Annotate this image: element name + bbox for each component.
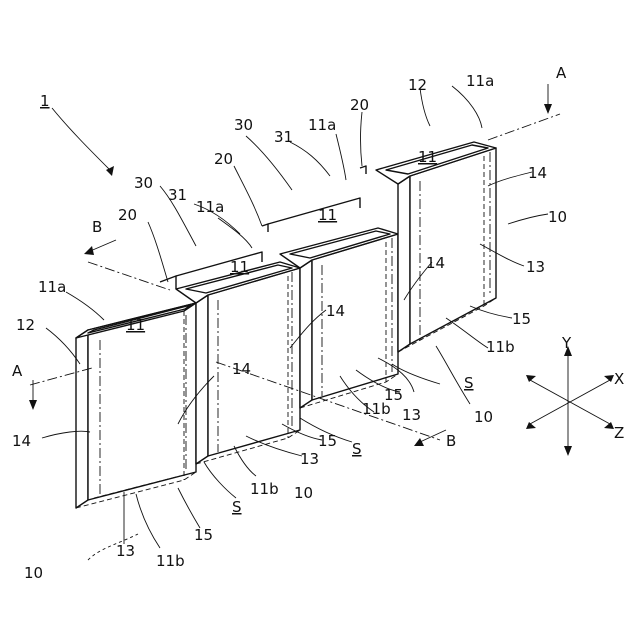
label-11a-4: 11a [466, 72, 494, 90]
label-11a-1: 11a [38, 278, 66, 296]
label-10-center: 10 [294, 484, 313, 502]
label-15-box2: 15 [318, 432, 337, 450]
label-13-box1: 13 [116, 542, 135, 560]
label-a-left: A [12, 362, 23, 380]
label-11b-box3: 11b [362, 400, 391, 418]
label-10-right: 10 [548, 208, 567, 226]
label-12-right: 12 [408, 76, 427, 94]
label-30-left: 30 [134, 174, 153, 192]
label-14-left: 14 [12, 432, 31, 450]
label-11b-box4: 11b [486, 338, 515, 356]
label-s-left: S [232, 498, 242, 516]
label-11b-box1: 11b [156, 552, 185, 570]
label-a-right: A [556, 64, 567, 82]
label-31-right: 31 [274, 128, 293, 146]
label-13-box3: 13 [402, 406, 421, 424]
label-10-left: 10 [24, 564, 43, 582]
label-assembly: 1 [40, 92, 50, 110]
label-11a-3: 11a [308, 116, 336, 134]
label-14-box1: 14 [232, 360, 251, 378]
label-11-box3: 11 [318, 206, 337, 224]
axis-indicator [526, 346, 614, 456]
label-13-box2: 13 [300, 450, 319, 468]
label-11a-2: 11a [196, 198, 224, 216]
label-20-left: 20 [118, 206, 137, 224]
label-s-right: S [464, 374, 474, 392]
label-14-box4: 14 [528, 164, 547, 182]
label-15-box4: 15 [512, 310, 531, 328]
axis-label-x: X [614, 370, 624, 388]
label-b-right: B [446, 432, 456, 450]
label-10-mid: 10 [474, 408, 493, 426]
axis-label-z: Z [614, 424, 624, 442]
label-12-left: 12 [16, 316, 35, 334]
label-11b-box2: 11b [250, 480, 279, 498]
label-14-box2: 14 [326, 302, 345, 320]
label-11-box4: 11 [418, 148, 437, 166]
label-30-right: 30 [234, 116, 253, 134]
label-11-box2: 11 [230, 258, 249, 276]
label-11-box1: 11 [126, 316, 145, 334]
label-15-box1: 15 [194, 526, 213, 544]
label-20-right: 20 [350, 96, 369, 114]
label-13-box4: 13 [526, 258, 545, 276]
axis-label-y: Y [561, 334, 572, 352]
label-20-mid: 20 [214, 150, 233, 168]
label-b-left: B [92, 218, 102, 236]
label-14-box3: 14 [426, 254, 445, 272]
label-31-left: 31 [168, 186, 187, 204]
label-s-mid: S [352, 440, 362, 458]
